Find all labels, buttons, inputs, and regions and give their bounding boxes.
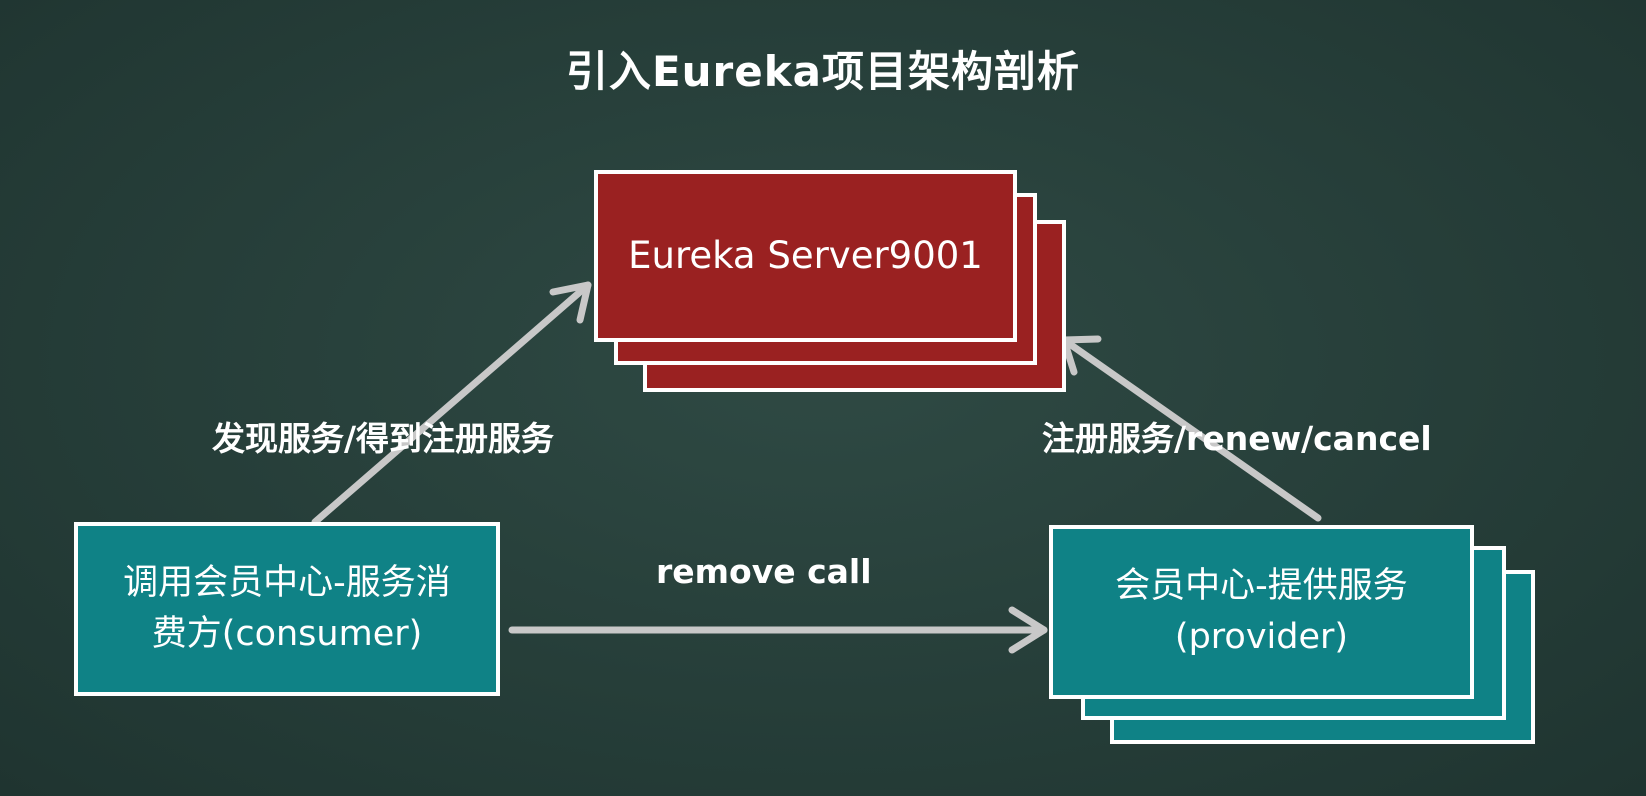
eureka-server-label: Eureka Server9001 [628, 234, 983, 278]
provider-box: 会员中心-提供服务 (provider) [1049, 525, 1474, 699]
eureka-server-box: Eureka Server9001 [594, 170, 1017, 342]
edge-label-call: remove call [656, 552, 872, 591]
edge-label-discover: 发现服务/得到注册服务 [212, 419, 555, 458]
consumer-label-line1: 调用会员中心-服务消 [123, 563, 451, 604]
provider-label: 会员中心-提供服务 (provider) [1053, 529, 1470, 695]
consumer-label-line2: 费方(consumer) [151, 614, 423, 654]
consumer-label: 调用会员中心-服务消 费方(consumer) [78, 526, 496, 692]
diagram-title: 引入Eureka项目架构剖析 [565, 47, 1081, 96]
arrow-discover [311, 281, 592, 526]
provider-label-line2: (provider) [1174, 617, 1349, 657]
arrow-call-head [1008, 606, 1048, 654]
edge-label-register: 注册服务/renew/cancel [1042, 419, 1432, 458]
consumer-box: 调用会员中心-服务消 费方(consumer) [74, 522, 500, 696]
provider-label-line1: 会员中心-提供服务 [1115, 566, 1408, 607]
arrow-discover-head [549, 281, 592, 324]
arrow-register [1060, 336, 1322, 522]
